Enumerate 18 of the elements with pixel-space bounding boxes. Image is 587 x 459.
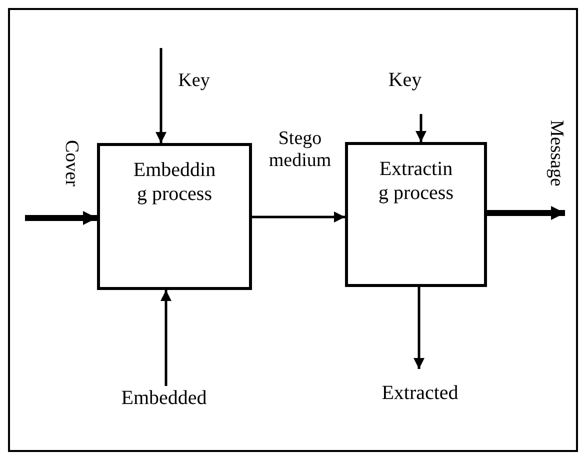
input-label: Key xyxy=(388,68,422,92)
process-label: Extractin g process xyxy=(378,157,454,205)
process-box xyxy=(345,142,487,287)
edge-label: Cover xyxy=(60,140,82,186)
process-label: Embeddin g process xyxy=(132,158,217,206)
input-label: Embedded xyxy=(121,386,207,410)
arrow xyxy=(156,48,166,143)
arrow xyxy=(252,212,345,222)
input-label: Extracted xyxy=(382,381,458,405)
process-box xyxy=(97,143,252,290)
arrow xyxy=(416,114,426,142)
edge-label: Stego medium xyxy=(268,128,332,172)
edge-label: Key xyxy=(177,70,211,92)
arrow xyxy=(160,290,172,386)
arrow xyxy=(414,287,424,369)
arrow xyxy=(487,206,565,220)
arrow xyxy=(25,211,97,225)
edge-label: Message xyxy=(545,120,567,186)
